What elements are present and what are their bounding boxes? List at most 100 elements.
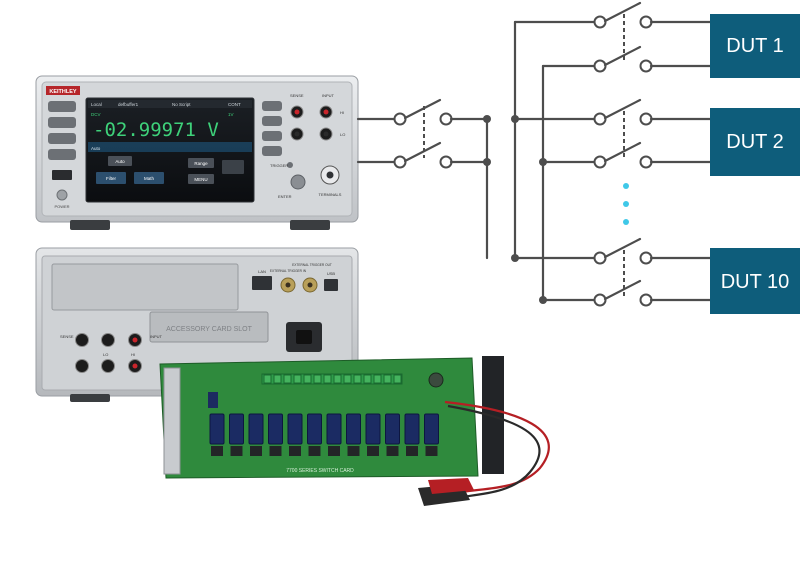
main-switch-blade-2	[403, 141, 442, 163]
dut-1-rect	[710, 14, 800, 78]
main-switch-node-a2	[393, 155, 407, 169]
status-script: No Script	[172, 102, 191, 107]
ch1-node-a1	[593, 15, 607, 29]
usb-label: USB	[327, 271, 336, 276]
card-slot-plate	[149, 311, 269, 343]
relay-driver-3	[250, 446, 262, 456]
relay-driver-4	[269, 446, 282, 456]
terminal-screw-2	[273, 374, 282, 384]
rear-sense-terminal-3	[75, 359, 89, 373]
rear-sense-terminal-1	[75, 333, 89, 347]
relay-driver-2	[230, 446, 243, 456]
right-key-4[interactable]	[262, 146, 282, 156]
main-switch-node-b1	[439, 112, 453, 126]
relay-1	[209, 413, 225, 445]
probe-clip-red	[428, 478, 474, 494]
enter-label: ENTER	[278, 194, 292, 199]
softkey-3[interactable]	[48, 133, 76, 144]
filter-tile[interactable]	[96, 172, 126, 184]
range-button[interactable]	[188, 158, 214, 168]
main-switch-node-a1	[393, 112, 407, 126]
ch10-node-a1	[593, 251, 607, 265]
screen-side-tile[interactable]	[222, 160, 244, 174]
terminal-screw-5	[303, 374, 312, 384]
relay-5	[287, 413, 303, 445]
relay-11	[404, 413, 420, 445]
trigger-key[interactable]	[287, 162, 293, 168]
ch2-node-b2	[639, 155, 653, 169]
card-bracket	[482, 356, 504, 474]
terminal-screw-12	[373, 374, 382, 384]
relay-12	[424, 413, 439, 445]
relay-driver-5	[289, 446, 301, 456]
dut-2-rect	[710, 108, 800, 176]
lan-label: LAN	[258, 269, 266, 274]
dmm-rear-panel: ACCESSORY CARD SLOT LAN EXTERNAL TRIGGER…	[35, 247, 359, 402]
enter-knob[interactable]	[290, 174, 306, 190]
status-local: Local	[91, 102, 102, 107]
terminal-screw-1	[263, 374, 272, 384]
auto-button-label: Auto	[115, 159, 125, 164]
measurement-reading: -02.99971 V	[93, 119, 219, 141]
right-softkeys	[262, 101, 282, 156]
softkey-4[interactable]	[48, 149, 76, 160]
terminal-screw-11	[363, 374, 372, 384]
terminal-screw-3	[283, 374, 292, 384]
card-component	[428, 372, 444, 388]
ch10-node-b1	[639, 251, 653, 265]
ch2-node-a1	[593, 112, 607, 126]
dut-2-label: DUT 2	[726, 131, 783, 153]
rear-sense-terminal-2	[101, 333, 115, 347]
power-button[interactable]	[56, 189, 68, 201]
relay-10	[385, 413, 400, 445]
range-value-label: 1V	[228, 112, 234, 117]
relay-9	[365, 413, 381, 445]
terminal-screw-9	[343, 374, 352, 384]
terminal-screw-7	[323, 374, 332, 384]
right-key-3[interactable]	[262, 131, 282, 141]
ext-trig-in-label: EXTERNAL TRIGGER IN	[270, 269, 307, 273]
math-tile[interactable]	[134, 172, 164, 184]
right-key-1[interactable]	[262, 101, 282, 111]
terminal-screw-13	[383, 374, 392, 384]
dut-10-box: DUT 10	[710, 248, 800, 314]
relay-2	[229, 413, 244, 445]
range-button-label: Range	[194, 161, 208, 166]
left-softkeys	[48, 101, 76, 160]
terminal-screw-8	[333, 374, 342, 384]
switch-schematic	[356, 1, 712, 307]
terminals-label: TERMINALS	[319, 192, 342, 197]
ellipsis-dot-1	[623, 183, 629, 189]
rear-sense-label: SENSE	[60, 334, 74, 339]
screw-terminal-strip	[261, 373, 403, 385]
card-edge-connector	[163, 367, 181, 475]
relay-driver-9	[367, 446, 379, 456]
softkey-2[interactable]	[48, 117, 76, 128]
right-key-2[interactable]	[262, 116, 282, 126]
ch10-blade-2	[603, 279, 642, 301]
ch2-blade-1	[603, 98, 642, 120]
test-lead-red	[444, 400, 550, 494]
status-cont: CONT	[228, 102, 241, 107]
ch2-node-b1	[639, 112, 653, 126]
lo-label: LO	[340, 132, 345, 137]
menu-tile[interactable]	[188, 174, 214, 184]
dut-10-label: DUT 10	[721, 271, 790, 293]
dut-2-box: DUT 2	[710, 108, 800, 176]
relay-driver-7	[328, 446, 340, 456]
softkey-1[interactable]	[48, 101, 76, 112]
ellipsis-dot-3	[623, 219, 629, 225]
dut-1-label: DUT 1	[726, 35, 783, 57]
junction-1	[483, 115, 491, 123]
ext-trig-out-label: EXTERNAL TRIGGER OUT	[292, 263, 332, 267]
ch1-node-b1	[639, 15, 653, 29]
auto-button[interactable]	[108, 156, 132, 166]
relay-driver-10	[386, 446, 399, 456]
relay-4	[268, 413, 283, 445]
relay-3	[248, 413, 264, 445]
test-lead-black	[447, 404, 541, 500]
usb-port	[324, 279, 338, 291]
front-usb-port	[52, 170, 72, 180]
